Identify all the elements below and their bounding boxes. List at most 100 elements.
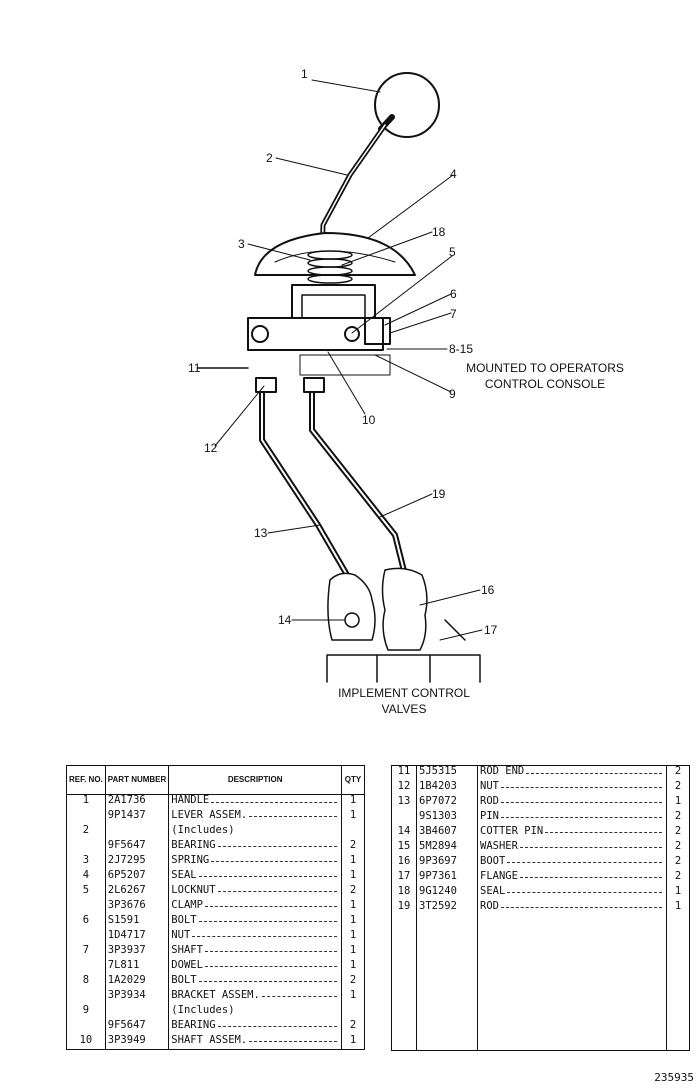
leader-dots <box>198 981 337 982</box>
ref-cell: 9 <box>66 1004 106 1020</box>
description-text: FLANGE <box>480 869 518 882</box>
empty-row <box>391 975 690 991</box>
empty-cell <box>416 960 478 976</box>
description-text: SHAFT ASSEM. <box>171 1033 248 1046</box>
empty-cell <box>416 1020 478 1036</box>
leader-dots <box>217 846 337 847</box>
empty-row <box>391 945 690 961</box>
empty-cell <box>477 990 667 1006</box>
empty-cell <box>477 975 667 991</box>
boots <box>327 567 466 651</box>
callout-19: 19 <box>432 487 446 501</box>
leader-dots <box>519 877 662 878</box>
ref-cell: 16 <box>391 855 417 871</box>
note-valves-line1: IMPLEMENT CONTROL <box>338 686 470 700</box>
qty-cell: 2 <box>674 839 682 852</box>
qty-cell: 1 <box>349 958 357 971</box>
description-cell: (Includes) <box>168 1003 342 1020</box>
ref-cell <box>66 989 106 1005</box>
part-number-cell: S1591 <box>105 914 170 930</box>
callout-6: 6 <box>450 287 457 301</box>
description-cell: ROD <box>477 900 667 916</box>
leader-dots <box>519 847 662 848</box>
spring <box>307 250 353 284</box>
part-number-cell: 6P5207 <box>105 869 170 885</box>
leader-dots <box>198 876 337 877</box>
ref-cell: 13 <box>391 795 417 811</box>
leader-lines <box>214 79 483 641</box>
empty-cell <box>477 930 667 946</box>
drawing-number: 235935 <box>654 1071 694 1084</box>
qty-cell: 1 <box>349 853 357 866</box>
callout-8-15: 8-15 <box>449 342 473 356</box>
empty-cell <box>391 945 417 961</box>
empty-row <box>391 930 690 946</box>
part-number-cell: 3T2592 <box>416 900 478 916</box>
leader-dots <box>507 862 662 863</box>
callout-2: 2 <box>266 151 273 165</box>
part-number-cell: 2A1736 <box>105 794 170 810</box>
qty-cell: 1 <box>674 899 682 912</box>
part-number-cell: 9G1240 <box>416 885 478 901</box>
part-number-cell: 9P7361 <box>416 870 478 886</box>
empty-cell <box>416 1035 478 1051</box>
empty-row <box>391 1005 690 1021</box>
ref-cell: 4 <box>66 869 106 885</box>
description-text: NUT <box>480 779 499 792</box>
leader-dots <box>249 816 337 817</box>
callout-16: 16 <box>481 583 495 597</box>
empty-cell <box>477 1035 667 1051</box>
empty-cell <box>667 961 690 976</box>
callout-18: 18 <box>432 225 446 239</box>
description-cell: NUT <box>168 928 342 945</box>
qty-cell: 2 <box>674 765 682 777</box>
description-cell: ROD END <box>477 765 667 781</box>
leader-dots <box>211 861 337 862</box>
leader-dots <box>217 891 337 892</box>
description-text: (Includes) <box>171 1003 235 1016</box>
description-text: BRACKET ASSEM. <box>171 988 260 1001</box>
description-text: DOWEL <box>171 958 203 971</box>
callout-13: 13 <box>254 526 268 540</box>
description-text: NUT <box>171 928 191 941</box>
description-text: HANDLE <box>171 794 210 806</box>
description-cell: SHAFT <box>168 944 342 960</box>
note-mounted-line1: MOUNTED TO OPERATORS <box>466 361 624 375</box>
ref-cell: 19 <box>391 900 417 916</box>
ref-cell <box>66 899 106 915</box>
ref-cell <box>66 839 106 855</box>
description-text: LEVER ASSEM. <box>171 808 248 821</box>
qty-cell: 1 <box>349 794 357 806</box>
rod-13 <box>259 387 353 583</box>
ref-cell: 12 <box>391 780 417 796</box>
header-description: DESCRIPTION <box>168 765 342 795</box>
description-cell: ROD <box>477 795 667 811</box>
part-number-cell: 5M2894 <box>416 840 478 856</box>
callout-7: 7 <box>450 307 457 321</box>
part-number-cell <box>105 824 170 840</box>
qty-cell: 2 <box>674 869 682 882</box>
description-text: BOLT <box>171 973 197 986</box>
empty-cell <box>391 990 417 1006</box>
description-cell: NUT <box>477 779 667 796</box>
ref-cell: 5 <box>66 884 106 900</box>
description-text: BEARING <box>171 838 216 851</box>
description-cell: PIN <box>477 810 667 826</box>
header-ref: REF. NO. <box>66 765 106 795</box>
table-row: 2(Includes) <box>66 824 365 840</box>
callout-14: 14 <box>278 613 292 627</box>
note-valves-line2: VALVES <box>382 702 427 716</box>
ref-cell: 14 <box>391 825 417 841</box>
description-text: COTTER PIN <box>480 824 544 837</box>
description-cell: BOOT <box>477 855 667 871</box>
qty-cell: 1 <box>349 943 357 956</box>
qty-cell: 1 <box>674 794 682 807</box>
description-text: SEAL <box>480 884 506 897</box>
